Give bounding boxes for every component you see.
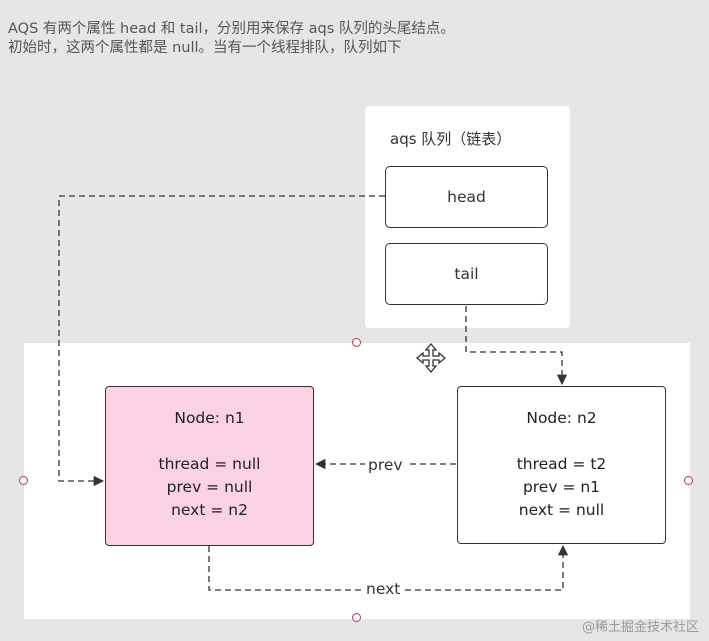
head-field-label: head (447, 188, 486, 206)
node-n1[interactable]: Node: n1 thread = null prev = null next … (105, 386, 314, 546)
tail-to-n2-connector (465, 306, 568, 386)
node-n2-title: Node: n2 (526, 409, 597, 427)
head-field-box[interactable]: head (385, 166, 548, 228)
selection-handle-bottom[interactable] (352, 613, 361, 622)
aqs-queue-title: aqs 队列（链表） (390, 130, 512, 148)
node-n1-title: Node: n1 (174, 409, 245, 427)
head-to-n1-connector (58, 195, 385, 487)
tail-field-label: tail (454, 265, 479, 283)
watermark: @稀土掘金技术社区 (581, 620, 699, 635)
prev-edge-label: prev (365, 456, 406, 474)
node-n1-prev: prev = null (166, 478, 253, 496)
node-n2-prev: prev = n1 (522, 478, 601, 496)
intro-line-2: 初始时，这两个属性都是 null。当有一个线程排队，队列如下 (8, 40, 402, 56)
intro-line-1: AQS 有两个属性 head 和 tail，分别用来保存 aqs 队列的头尾结点… (8, 21, 455, 37)
node-n1-next: next = n2 (171, 501, 248, 519)
node-n2-thread: thread = t2 (516, 455, 607, 473)
intro-text: AQS 有两个属性 head 和 tail，分别用来保存 aqs 队列的头尾结点… (8, 20, 455, 58)
next-edge-label: next (363, 580, 404, 598)
move-icon[interactable] (416, 343, 446, 373)
selection-handle-top[interactable] (352, 338, 361, 347)
tail-field-box[interactable]: tail (385, 243, 548, 305)
node-n1-thread: thread = null (158, 455, 261, 473)
selection-handle-left[interactable] (19, 476, 28, 485)
node-n2-next: next = null (518, 501, 605, 519)
node-n2[interactable]: Node: n2 thread = t2 prev = n1 next = nu… (457, 386, 666, 544)
selection-handle-right[interactable] (684, 476, 693, 485)
